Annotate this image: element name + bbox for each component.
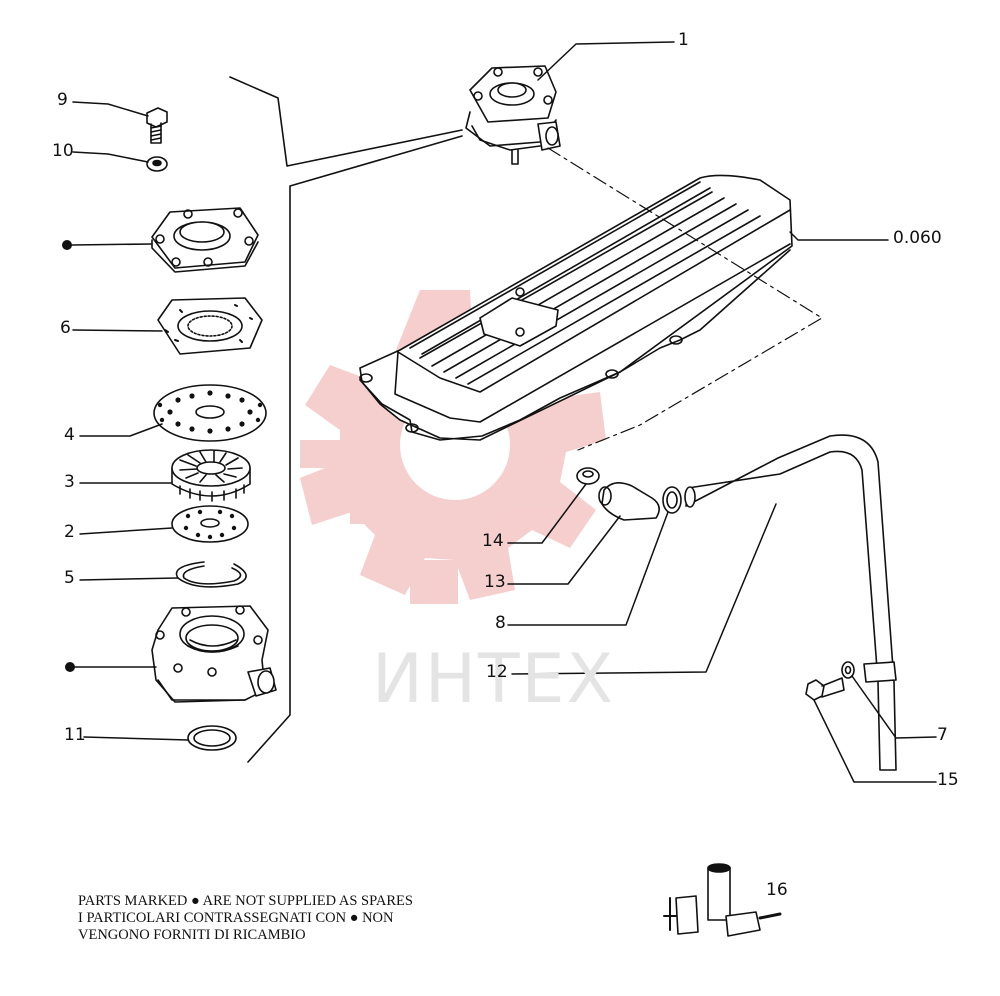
- callout-2: 2: [64, 522, 75, 542]
- part-8-clamp: [662, 486, 682, 514]
- part-15-screw: [805, 677, 845, 701]
- callout-9: 9: [57, 90, 68, 110]
- watermark-text: ИНТЕХ: [372, 640, 616, 719]
- leader-lines: [71, 41, 937, 783]
- part-16-sealant-kit: [663, 863, 782, 937]
- callout-14: 14: [482, 531, 504, 551]
- callout-13: 13: [484, 572, 506, 592]
- callout-5: 5: [64, 568, 75, 588]
- part-0060-valve-cover: [359, 174, 793, 441]
- spares-footnote: PARTS MARKED ● ARE NOT SUPPLIED AS SPARE…: [78, 893, 413, 944]
- part-13-hose: [598, 482, 660, 521]
- part-cover-marked: [151, 207, 259, 273]
- part-4-perforated-disc: [153, 384, 267, 442]
- marked-bullet-housing: [65, 662, 75, 672]
- footnote-line-3: VENGONO FORNITI DI RICAMBIO: [78, 927, 306, 943]
- part-7-washer: [841, 661, 855, 679]
- callout-7: 7: [937, 725, 948, 745]
- callout-8: 8: [495, 613, 506, 633]
- part-14-nut: [576, 467, 600, 485]
- part-5-snap-ring: [175, 561, 247, 588]
- marked-bullet-cover: [62, 240, 72, 250]
- part-10-washer: [146, 156, 168, 172]
- part-3-filter-element: [171, 449, 251, 502]
- callout-11: 11: [64, 725, 86, 745]
- callout-4: 4: [64, 425, 75, 445]
- part-6-gasket: [157, 297, 263, 355]
- part-9-bolt: [146, 107, 168, 144]
- assembly-dashline-1: [547, 147, 823, 451]
- part-housing-marked: [151, 605, 277, 703]
- explode-bracket: [229, 76, 463, 763]
- callout-6: 6: [60, 318, 71, 338]
- callout-10: 10: [52, 141, 74, 161]
- callout-0060: 0.060: [893, 228, 942, 248]
- part-2-small-disc: [171, 505, 249, 543]
- part-12-tube: [684, 434, 897, 771]
- callout-15: 15: [937, 770, 959, 790]
- callout-16: 16: [766, 880, 788, 900]
- part-11-seal-ring: [187, 725, 237, 751]
- part-1-breather-assembly: [465, 65, 561, 165]
- callout-3: 3: [64, 472, 75, 492]
- callout-1: 1: [678, 30, 689, 50]
- footnote-line-2: I PARTICOLARI CONTRASSEGNATI CON ● NON: [78, 910, 394, 926]
- callout-12: 12: [486, 662, 508, 682]
- footnote-line-1: PARTS MARKED ● ARE NOT SUPPLIED AS SPARE…: [78, 893, 413, 909]
